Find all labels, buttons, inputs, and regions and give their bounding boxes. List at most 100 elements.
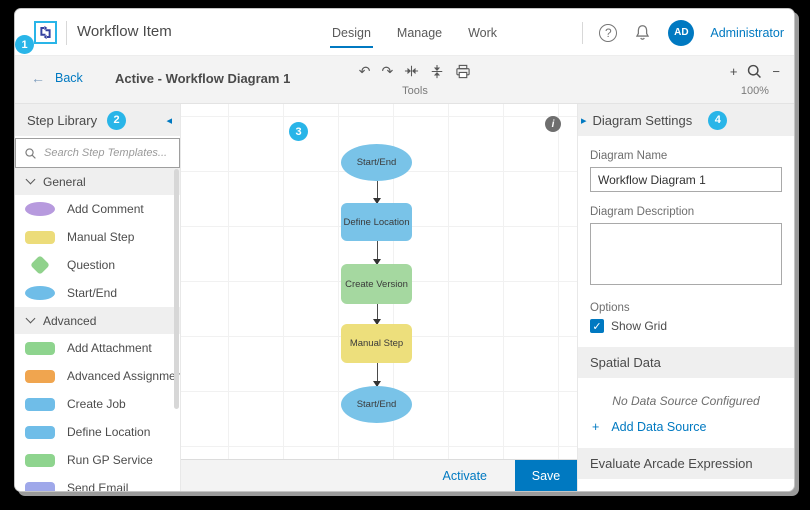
chevron-down-icon <box>25 313 36 324</box>
step-library-header: Step Library 2 ◂ <box>15 104 180 136</box>
undo-icon[interactable]: ↶ <box>358 63 371 79</box>
app-window: Workflow Item Design Manage Work ? AD Ad… <box>14 8 795 492</box>
show-grid-option[interactable]: ✓ Show Grid <box>590 319 782 333</box>
header-actions: ? AD Administrator <box>582 9 784 56</box>
diagram-name-label: Diagram Name <box>590 150 668 162</box>
step-label: Question <box>67 258 116 272</box>
step-shape-icon <box>25 341 55 355</box>
step-shape-icon <box>25 286 55 300</box>
redo-icon[interactable]: ↷ <box>381 63 394 79</box>
canvas-action-bar: Activate Save <box>181 459 577 491</box>
step-template-item[interactable]: Question <box>15 251 180 279</box>
step-label: Advanced Assignment <box>67 369 180 383</box>
tab-design[interactable]: Design <box>330 9 373 56</box>
collapse-right-panel-icon[interactable]: ▸ <box>581 114 587 127</box>
step-template-item[interactable]: Run GP Service <box>15 446 180 474</box>
step-search <box>15 138 180 168</box>
diagram-status-title: Active - Workflow Diagram 1 <box>115 71 291 86</box>
step-template-item[interactable]: Advanced Assignment <box>15 362 180 390</box>
diagram-settings-title: Diagram Settings <box>592 112 693 128</box>
flow-node[interactable]: Define Location <box>341 203 412 241</box>
step-library-title: Step Library <box>27 112 98 128</box>
flow-node[interactable]: Start/End <box>341 144 412 181</box>
save-button[interactable]: Save <box>515 459 577 491</box>
flow-arrow <box>373 181 381 204</box>
tools-group: ↶ ↷ <box>355 60 475 97</box>
step-label: Start/End <box>67 286 118 300</box>
step-template-item[interactable]: Add Comment <box>15 195 180 223</box>
workflow-logo-icon <box>34 21 57 44</box>
step-template-item[interactable]: Add Attachment <box>15 334 180 362</box>
zoom-group: + − 100% <box>729 60 780 98</box>
zoom-out-icon[interactable]: − <box>772 63 780 79</box>
step-label: Define Location <box>67 425 151 439</box>
collapse-left-panel-icon[interactable]: ◂ <box>166 114 172 127</box>
tools-label: Tools <box>402 85 428 97</box>
step-label: Add Comment <box>67 202 144 216</box>
show-grid-checkbox[interactable]: ✓ <box>590 319 604 333</box>
diagram-settings-body: Diagram Name Diagram Description Options… <box>578 136 794 347</box>
page-title: Workflow Item <box>77 23 172 40</box>
zoom-in-icon[interactable]: + <box>729 63 738 79</box>
flow-node[interactable]: Manual Step <box>341 324 412 363</box>
step-shape-icon <box>25 202 55 216</box>
main-tabs: Design Manage Work <box>330 9 498 56</box>
step-label: Manual Step <box>67 230 135 244</box>
tab-manage[interactable]: Manage <box>396 25 443 40</box>
step-template-item[interactable]: Send Email <box>15 474 180 491</box>
section-title: General <box>43 174 86 189</box>
diagram-settings-panel: ▸ Diagram Settings 4 Diagram Name Diagra… <box>577 104 794 491</box>
back-arrow-icon: ← <box>31 70 45 86</box>
arcade-expression-header: Evaluate Arcade Expression <box>578 448 794 479</box>
help-icon[interactable]: ? <box>599 23 618 42</box>
options-label: Options <box>590 302 630 314</box>
step-shape-icon <box>25 481 55 491</box>
step-shape-icon <box>25 255 55 275</box>
diagram-name-input[interactable] <box>590 167 782 192</box>
flow-node[interactable]: Create Version <box>341 264 412 304</box>
diagram-settings-header: ▸ Diagram Settings 4 <box>578 104 794 136</box>
step-template-item[interactable]: Manual Step <box>15 223 180 251</box>
step-template-item[interactable]: Define Location <box>15 418 180 446</box>
flow-arrow <box>373 304 381 325</box>
step-shape-icon <box>25 453 55 467</box>
activate-button[interactable]: Activate <box>442 469 487 483</box>
section-header-advanced[interactable]: Advanced <box>15 307 180 334</box>
spatial-data-header: Spatial Data <box>578 347 794 378</box>
annotation-badge-4: 4 <box>708 110 728 130</box>
plus-icon: + <box>592 420 600 434</box>
diagram-description-label: Diagram Description <box>590 206 695 218</box>
step-label: Run GP Service <box>67 453 153 467</box>
back-button[interactable]: ← Back <box>31 70 83 86</box>
step-shape-icon <box>25 230 55 244</box>
top-header: Workflow Item Design Manage Work ? AD Ad… <box>15 9 794 56</box>
print-icon[interactable] <box>455 64 471 79</box>
distribute-vertical-icon[interactable] <box>430 64 444 79</box>
flow-node[interactable]: Start/End <box>341 386 412 423</box>
step-label: Create Job <box>67 397 126 411</box>
search-icon <box>25 147 36 159</box>
step-shape-icon <box>25 425 55 439</box>
magnifier-icon[interactable] <box>746 63 763 80</box>
section-header-general[interactable]: General <box>15 168 180 195</box>
add-data-source-label: Add Data Source <box>611 420 707 434</box>
user-name[interactable]: Administrator <box>710 25 784 40</box>
flow-arrow <box>373 363 381 387</box>
notifications-bell-icon[interactable] <box>633 23 652 42</box>
flow-arrow <box>373 241 381 265</box>
diagram-description-input[interactable] <box>590 223 782 285</box>
step-template-item[interactable]: Create Job <box>15 390 180 418</box>
step-template-item[interactable]: Start/End <box>15 279 180 307</box>
canvas-info-icon[interactable]: i <box>545 116 561 132</box>
tab-work[interactable]: Work <box>468 25 498 40</box>
header-right-divider <box>582 21 584 44</box>
annotation-badge-2: 2 <box>107 110 127 130</box>
search-input[interactable] <box>44 147 171 159</box>
distribute-horizontal-icon[interactable] <box>404 64 419 78</box>
add-data-source-button[interactable]: + Add Data Source <box>592 420 794 434</box>
step-list-scrollbar[interactable] <box>174 169 179 409</box>
avatar[interactable]: AD <box>668 19 695 46</box>
